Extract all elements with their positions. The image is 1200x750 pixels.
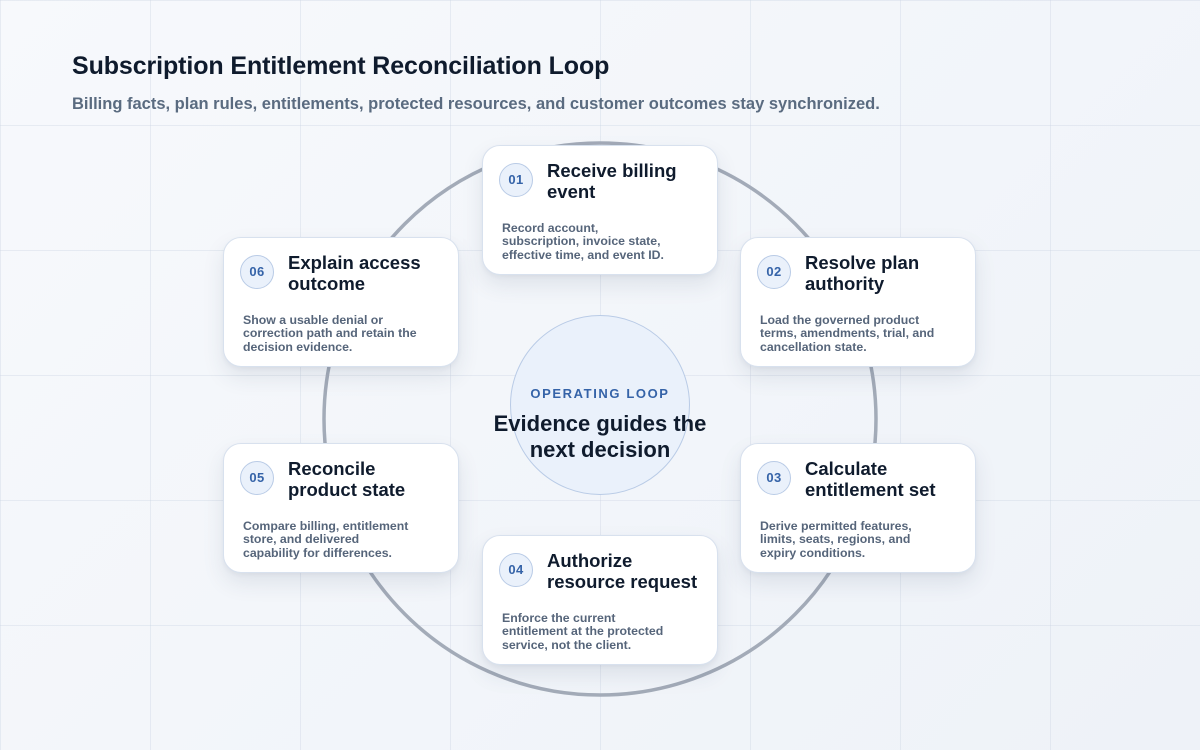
step-number-badge: 04 <box>499 553 533 587</box>
step-card-resolve-plan-authority[interactable]: 02 Resolve plan authority Load the gover… <box>740 237 976 367</box>
step-title: Explain access outcome <box>288 252 421 294</box>
hub-headline: Evidence guides the next decision <box>493 411 707 462</box>
step-description: Compare billing, entitlement store, and … <box>243 519 409 560</box>
step-title: Resolve plan authority <box>805 252 920 294</box>
step-title: Reconcile product state <box>288 458 406 500</box>
step-title: Authorize resource request <box>547 550 698 592</box>
step-title: Receive billing event <box>547 160 677 202</box>
step-description: Record account, subscription, invoice st… <box>502 221 664 262</box>
page-subtitle: Billing facts, plan rules, entitlements,… <box>72 95 880 113</box>
center-hub: OPERATING LOOP Evidence guides the next … <box>494 315 706 495</box>
step-description: Derive permitted features, limits, seats… <box>760 519 912 560</box>
step-card-explain-access-outcome[interactable]: 06 Explain access outcome Show a usable … <box>223 237 459 367</box>
step-description: Load the governed product terms, amendme… <box>760 313 935 354</box>
step-number-badge: 03 <box>757 461 791 495</box>
step-card-calculate-entitlement-set[interactable]: 03 Calculate entitlement set Derive perm… <box>740 443 976 573</box>
step-card-authorize-resource-request[interactable]: 04 Authorize resource request Enforce th… <box>482 535 718 665</box>
hub-label: OPERATING LOOP <box>530 386 670 401</box>
step-number-badge: 06 <box>240 255 274 289</box>
step-title: Calculate entitlement set <box>805 458 936 500</box>
step-number-badge: 01 <box>499 163 533 197</box>
step-card-reconcile-product-state[interactable]: 05 Reconcile product state Compare billi… <box>223 443 459 573</box>
step-number-badge: 02 <box>757 255 791 289</box>
step-card-receive-billing-event[interactable]: 01 Receive billing event Record account,… <box>482 145 718 275</box>
page-title: Subscription Entitlement Reconciliation … <box>72 52 610 80</box>
loop-ring-circle <box>322 141 878 697</box>
step-number-badge: 05 <box>240 461 274 495</box>
step-description: Show a usable denial or correction path … <box>243 313 417 354</box>
step-description: Enforce the current entitlement at the p… <box>502 611 664 652</box>
